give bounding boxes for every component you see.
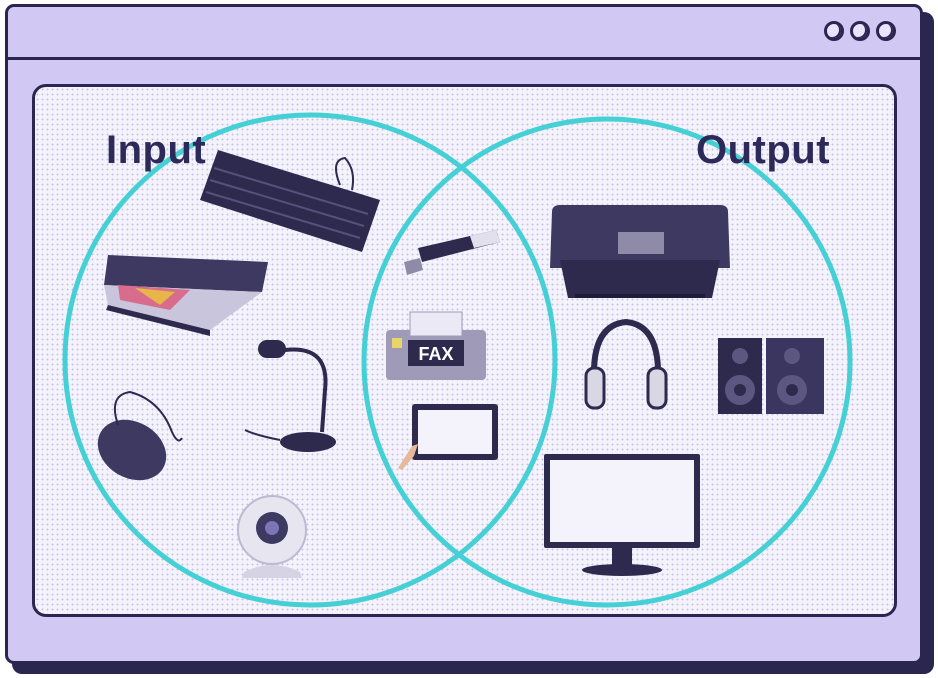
scanner-icon xyxy=(104,255,268,336)
output-label: Output xyxy=(696,128,831,172)
output-circle xyxy=(361,116,853,608)
fax-label: FAX xyxy=(418,344,453,364)
fax-machine-icon: FAX xyxy=(386,311,486,380)
minimize-button[interactable] xyxy=(824,21,844,41)
maximize-button[interactable] xyxy=(850,21,870,41)
input-label: Input xyxy=(106,128,207,172)
window-controls xyxy=(824,21,896,41)
webcam-icon xyxy=(237,495,307,578)
printer-icon xyxy=(550,205,730,298)
close-button[interactable] xyxy=(876,21,896,41)
usb-drive-icon xyxy=(404,230,500,275)
speakers-icon xyxy=(718,338,824,414)
titlebar-divider xyxy=(8,57,920,60)
microphone-icon xyxy=(244,340,336,452)
monitor-icon xyxy=(544,454,700,576)
headphones-icon xyxy=(584,318,668,410)
touchscreen-tablet-icon xyxy=(398,404,498,470)
input-circle xyxy=(62,112,558,608)
keyboard-icon xyxy=(200,150,380,252)
mouse-icon xyxy=(97,390,183,481)
